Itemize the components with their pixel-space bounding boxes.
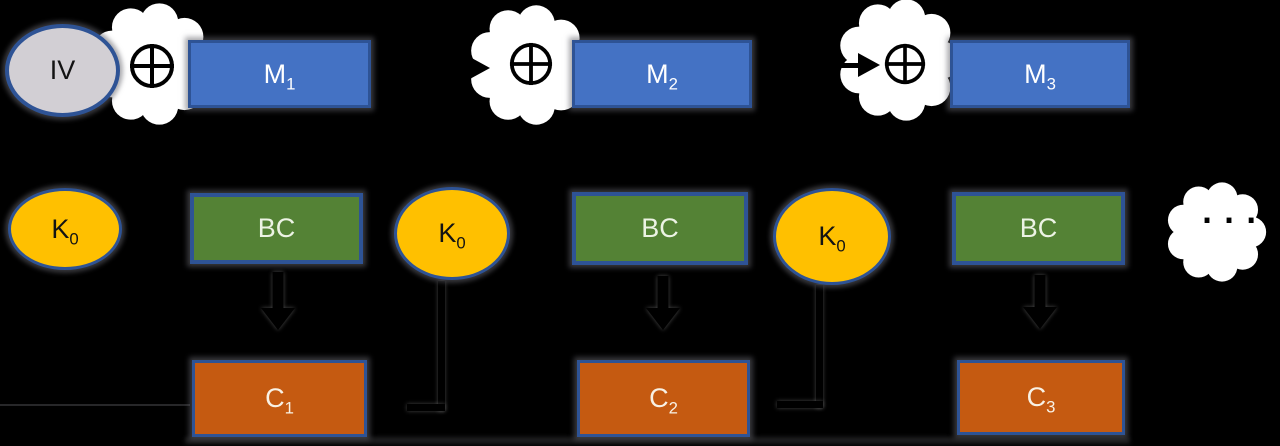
feedback-line-vertical <box>438 281 445 411</box>
feedback-line-horizontal <box>777 401 823 408</box>
key-bc-connector <box>520 226 560 238</box>
down-arrow <box>261 272 295 330</box>
ciphertext-label: C2 <box>649 383 678 418</box>
key-node-1: K0 <box>8 188 122 270</box>
key-label: K0 <box>438 218 466 253</box>
feedback-line-horizontal <box>407 404 445 411</box>
highlight-blob <box>471 5 590 125</box>
ciphertext-label: C3 <box>1026 382 1056 417</box>
highlight-blob <box>1167 182 1267 282</box>
block-cipher-2: BC <box>572 192 748 265</box>
block-cipher-3: BC <box>952 192 1125 265</box>
iv-node: IV <box>5 24 120 117</box>
xor-icon <box>884 43 926 85</box>
xor-icon <box>509 42 553 86</box>
message-block-3: M3 <box>950 40 1130 108</box>
iv-label: IV <box>49 55 76 85</box>
ellipsis-label: .... <box>1198 196 1280 231</box>
feedback-line-vertical <box>816 285 823 408</box>
down-arrow <box>1023 275 1057 329</box>
ciphertext-block-3: C3 <box>957 360 1125 435</box>
message-block-2: M2 <box>572 40 752 108</box>
message-block-1: M1 <box>188 40 371 108</box>
message-label: M3 <box>1024 58 1056 93</box>
shadow-smear <box>185 437 1130 444</box>
key-node-3: K0 <box>773 188 891 285</box>
down-arrow <box>646 276 680 330</box>
key-label: K0 <box>51 213 79 248</box>
key-label: K0 <box>818 221 846 256</box>
ciphertext-block-1: C1 <box>192 360 367 437</box>
ciphertext-label: C1 <box>265 383 294 418</box>
message-label: M1 <box>263 58 296 93</box>
bc-label: BC <box>257 213 296 243</box>
key-node-2: K0 <box>394 187 510 280</box>
shadow-smear <box>0 404 190 406</box>
bc-label: BC <box>641 213 679 243</box>
message-label: M2 <box>646 58 678 93</box>
xor-icon <box>130 44 174 88</box>
bc-label: BC <box>1019 213 1058 243</box>
block-cipher-1: BC <box>190 193 363 264</box>
ciphertext-block-2: C2 <box>577 360 750 437</box>
